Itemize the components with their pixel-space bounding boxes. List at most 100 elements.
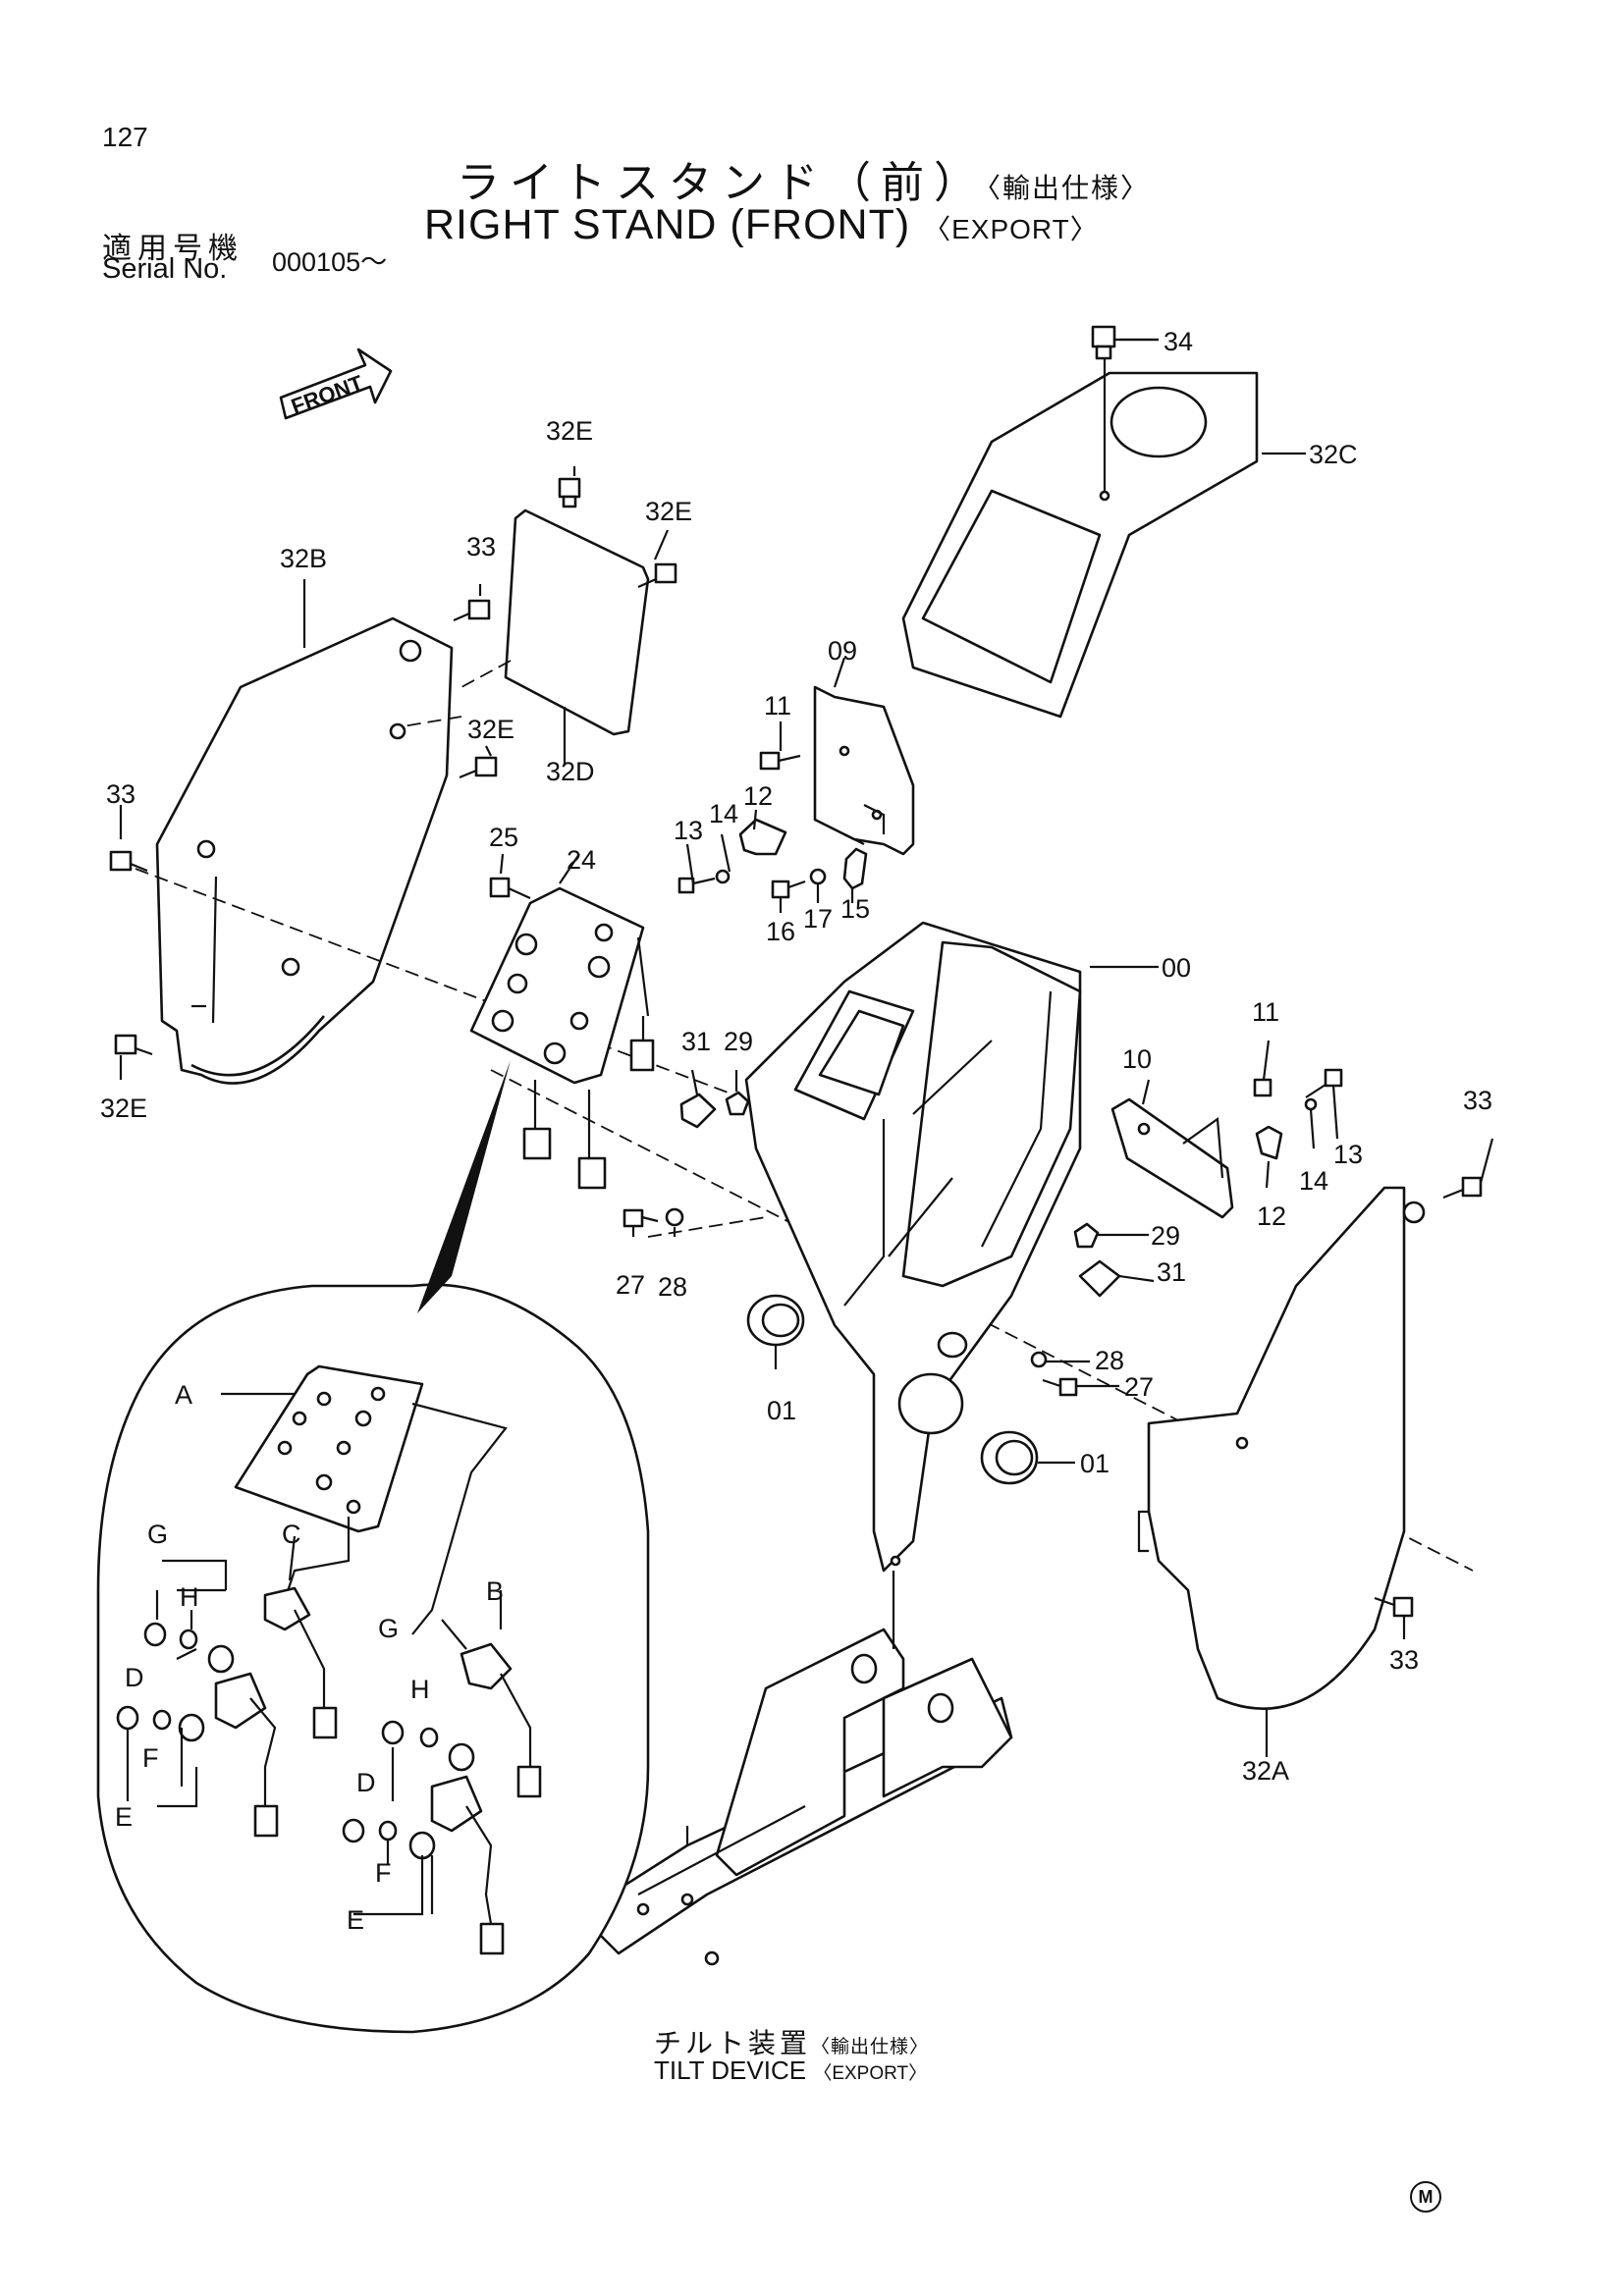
detail-label-d1: D <box>125 1663 144 1692</box>
detail-label-e1: E <box>115 1802 133 1832</box>
bracket-10 <box>1110 1097 1234 1219</box>
clamp-15 <box>842 847 868 890</box>
bolt-13-right <box>1305 1068 1343 1098</box>
title-en-suffix: 〈EXPORT〉 <box>923 214 1099 244</box>
detail-bubble <box>96 1060 650 2034</box>
label-01-right: 01 <box>1080 1449 1110 1478</box>
label-15: 15 <box>840 894 870 924</box>
bolt-27-left <box>623 1208 659 1228</box>
clip-31-left <box>679 1093 717 1129</box>
clamp-12 <box>738 818 787 856</box>
page-number: 127 <box>102 122 148 152</box>
label-17: 17 <box>803 904 833 934</box>
switch-panel-24 <box>469 886 655 1190</box>
pivot-pin <box>937 1331 968 1359</box>
label-32b: 32B <box>280 544 327 573</box>
tilt-device-label-jp: チルト装置〈輸出仕様〉 <box>654 2022 929 2061</box>
label-32e-left: 32E <box>100 1094 147 1123</box>
detail-label-f1: F <box>142 1743 159 1773</box>
label-32a: 32A <box>1242 1756 1289 1786</box>
title-en-main: RIGHT STAND (FRONT) <box>424 201 911 248</box>
detail-label-e2: E <box>347 1905 364 1935</box>
washer-14-top <box>715 869 731 884</box>
label-13-top: 13 <box>674 816 703 845</box>
label-12-top: 12 <box>743 781 773 811</box>
bolt-33-top <box>453 599 491 622</box>
serial-label-jp: 適用号機 <box>102 233 244 265</box>
washer-17 <box>809 868 827 885</box>
label-09: 09 <box>828 636 857 666</box>
label-11-right: 11 <box>1252 997 1279 1027</box>
detail-label-g1: G <box>147 1520 168 1549</box>
bolt-13-top <box>677 877 716 894</box>
label-27-left: 27 <box>616 1270 645 1300</box>
nut-29-right <box>1073 1222 1100 1249</box>
page-title-jp: ライトスタンド（前）〈輸出仕様〉 <box>457 147 1150 210</box>
detail-label-h2: H <box>410 1675 430 1704</box>
label-16: 16 <box>766 917 795 946</box>
bolt-33-right <box>1442 1176 1483 1200</box>
detail-label-f2: F <box>375 1858 392 1888</box>
front-arrow-label: FRONT <box>288 370 366 419</box>
label-28-right: 28 <box>1095 1346 1124 1375</box>
label-32d: 32D <box>546 757 595 786</box>
label-31-right: 31 <box>1157 1257 1186 1287</box>
detail-label-h1: H <box>180 1582 199 1612</box>
bolt-11-top <box>759 751 801 771</box>
label-27-right: 27 <box>1124 1372 1154 1402</box>
bolt-32e-top <box>558 477 581 508</box>
clamp-12-right <box>1255 1125 1283 1160</box>
bolt-16 <box>771 880 806 899</box>
title-jp-main: ライトスタンド（前） <box>457 159 987 207</box>
label-01-left: 01 <box>767 1396 796 1425</box>
clip-31-right <box>1078 1259 1121 1298</box>
bolt-32e-right <box>637 562 677 589</box>
label-00: 00 <box>1162 953 1191 983</box>
label-33-top: 33 <box>466 532 496 561</box>
label-33-bottom: 33 <box>1389 1645 1419 1675</box>
stand-body-00 <box>744 921 1082 1573</box>
label-24: 24 <box>567 845 596 875</box>
nut-29-left <box>725 1091 750 1116</box>
bolt-27-right <box>1042 1377 1078 1397</box>
washer-28-left <box>665 1207 684 1227</box>
front-arrow-icon: FRONT <box>279 347 393 420</box>
label-29-right: 29 <box>1151 1221 1180 1251</box>
tilt-device-jp-suffix: 〈輸出仕様〉 <box>811 2037 930 2057</box>
tilt-device-jp: チルト装置 <box>654 2028 812 2058</box>
detail-label-c: C <box>282 1520 301 1549</box>
label-28-left: 28 <box>658 1272 687 1302</box>
bolt-25 <box>489 877 531 900</box>
serial-value: 000105～ <box>272 247 388 277</box>
label-29-left: 29 <box>724 1027 753 1056</box>
label-32e-right: 32E <box>645 497 692 526</box>
detail-label-g2: G <box>378 1614 399 1643</box>
label-14-right: 14 <box>1299 1166 1328 1196</box>
tilt-device <box>577 1628 1013 1966</box>
bolt-32e-left <box>114 1034 153 1056</box>
tilt-device-en-suffix: 〈EXPORT〉 <box>813 2063 928 2084</box>
bolt-11-right <box>1253 1078 1272 1097</box>
detail-label-a: A <box>175 1380 192 1410</box>
label-12-right: 12 <box>1257 1201 1286 1231</box>
bolt-34 <box>1091 325 1159 360</box>
tilt-device-label-en: TILT DEVICE 〈EXPORT〉 <box>654 2056 927 2086</box>
detail-label-d2: D <box>356 1768 376 1797</box>
label-31-left: 31 <box>681 1027 711 1056</box>
label-25: 25 <box>489 823 518 852</box>
title-jp-suffix: 〈輸出仕様〉 <box>987 173 1151 203</box>
bolt-32e-mid <box>459 756 498 779</box>
bushing-01-left <box>746 1294 805 1347</box>
plate-32d <box>504 508 650 736</box>
label-10: 10 <box>1122 1044 1152 1074</box>
bolt-33-left <box>109 850 148 873</box>
corner-mark-icon: M <box>1410 2181 1441 2213</box>
label-32e-mid: 32E <box>467 715 514 744</box>
label-32e-top: 32E <box>546 416 593 446</box>
washer-28-right <box>1030 1351 1048 1368</box>
bushing-01-right <box>980 1430 1039 1485</box>
label-32c: 32C <box>1309 440 1358 469</box>
detail-label-b: B <box>486 1576 504 1606</box>
cover-32c <box>901 344 1259 719</box>
